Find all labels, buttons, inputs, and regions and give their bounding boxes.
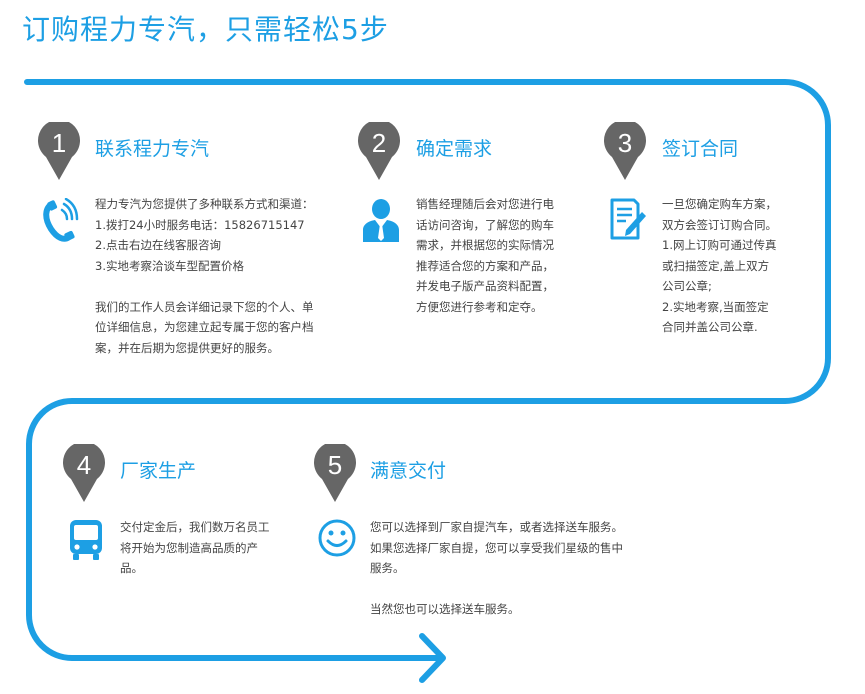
step-title: 确定需求 xyxy=(416,138,493,160)
step-number-pin: 1 xyxy=(38,122,80,180)
phone-icon xyxy=(40,197,82,242)
step-title: 签订合同 xyxy=(662,138,739,160)
step-title: 联系程力专汽 xyxy=(95,138,210,160)
step-title: 满意交付 xyxy=(370,460,447,482)
step-number: 3 xyxy=(617,128,633,158)
step-description: 销售经理随后会对您进行电 话访问咨询，了解您的购车 需求，并根据您的实际情况 推… xyxy=(416,197,554,314)
step-description: 程力专汽为您提供了多种联系方式和渠道： 1.拨打24小时服务电话：1582671… xyxy=(95,197,314,355)
step-number: 2 xyxy=(371,128,387,158)
step-number-pin: 4 xyxy=(63,444,105,502)
bus-icon xyxy=(65,518,107,562)
step-number-pin: 5 xyxy=(314,444,356,502)
step-description: 您可以选择到厂家自提汽车，或者选择送车服务。 如果您选择厂家自提，您可以享受我们… xyxy=(370,520,623,616)
step-description: 交付定金后，我们数万名员工 将开始为您制造高品质的产 品。 xyxy=(120,520,270,575)
step-title: 厂家生产 xyxy=(120,460,197,482)
flow-arrow-head xyxy=(419,633,446,683)
step-number-pin: 3 xyxy=(604,122,646,180)
contract-icon xyxy=(608,198,650,242)
step-number-pin: 2 xyxy=(358,122,400,180)
manager-icon xyxy=(360,198,402,242)
step-number: 1 xyxy=(51,128,67,158)
smiley-icon xyxy=(317,518,359,562)
page-title: 订购程力专汽，只需轻松5步 xyxy=(22,13,389,46)
step-description: 一旦您确定购车方案， 双方会签订订购合同。 1.网上订购可通过传真 或扫描签定,… xyxy=(662,197,777,334)
step-number: 5 xyxy=(327,450,343,480)
step-number: 4 xyxy=(76,450,92,480)
